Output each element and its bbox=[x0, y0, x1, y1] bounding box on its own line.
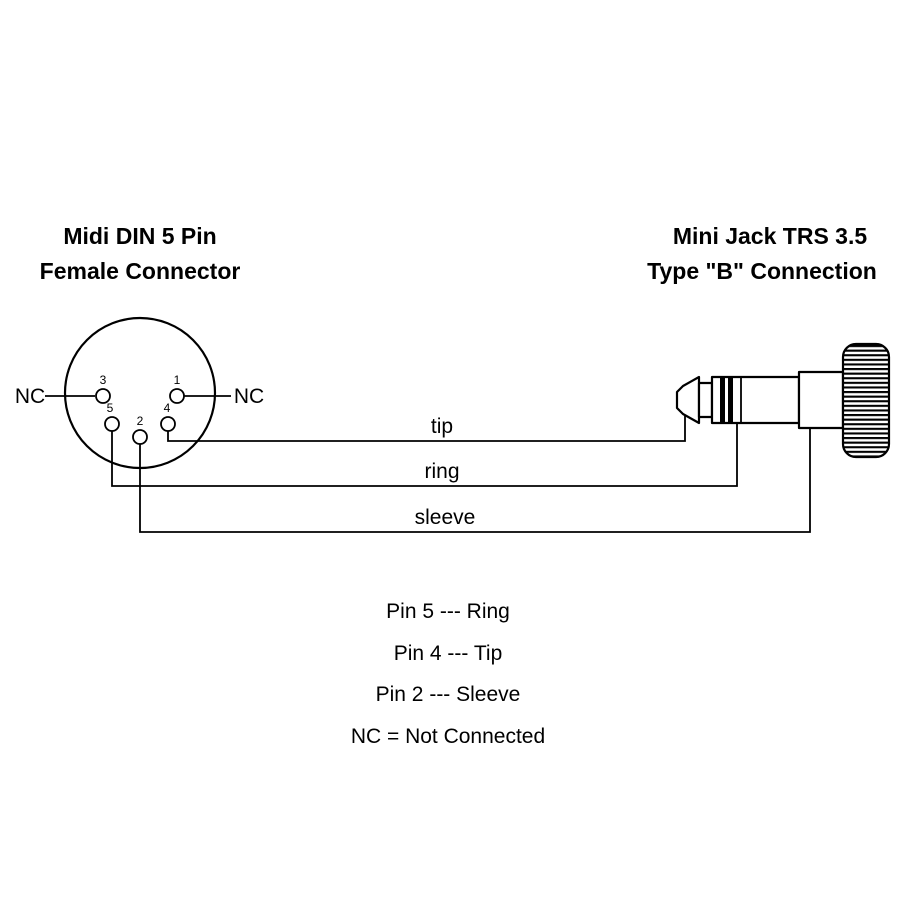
nc-label-left: NC bbox=[15, 385, 45, 408]
jack-tip bbox=[675, 375, 701, 425]
din-pin-2 bbox=[132, 429, 148, 445]
jack-title-line2: Type "B" Connection bbox=[647, 258, 877, 284]
jack-barrel bbox=[710, 375, 801, 425]
din-pin-3 bbox=[95, 388, 111, 404]
nc-label-right: NC bbox=[234, 385, 264, 408]
din-title-line1: Midi DIN 5 Pin bbox=[63, 223, 216, 249]
legend-line-3: Pin 2 --- Sleeve bbox=[376, 683, 521, 706]
wire-sleeve-label: sleeve bbox=[415, 506, 476, 529]
din-pin-3-number: 3 bbox=[100, 373, 107, 387]
din-pin-1-number: 1 bbox=[174, 373, 181, 387]
jack-knurled-cap bbox=[841, 342, 891, 459]
din-pin-2-number: 2 bbox=[137, 414, 144, 428]
din-pin-4-number: 4 bbox=[164, 401, 171, 415]
wire-sleeve bbox=[139, 428, 811, 533]
wire-ring-label: ring bbox=[424, 460, 459, 483]
din-title-line2: Female Connector bbox=[40, 258, 241, 284]
legend-line-1: Pin 5 --- Ring bbox=[386, 600, 510, 623]
din-pin-5-number: 5 bbox=[107, 401, 114, 415]
wire-tip-label: tip bbox=[431, 415, 453, 438]
jack-insulator-band-1 bbox=[720, 377, 725, 423]
din-pin-4 bbox=[160, 416, 176, 432]
din-pin-5 bbox=[104, 416, 120, 432]
jack-insulator-band-2 bbox=[728, 377, 733, 423]
legend-line-2: Pin 4 --- Tip bbox=[394, 642, 503, 665]
wire-ring bbox=[111, 423, 738, 487]
jack-body bbox=[797, 370, 845, 430]
jack-tip-insulator bbox=[697, 381, 714, 419]
jack-title-line1: Mini Jack TRS 3.5 bbox=[673, 223, 868, 249]
legend-line-4: NC = Not Connected bbox=[351, 725, 545, 748]
wire-tip bbox=[167, 416, 686, 442]
din-pin-1 bbox=[169, 388, 185, 404]
